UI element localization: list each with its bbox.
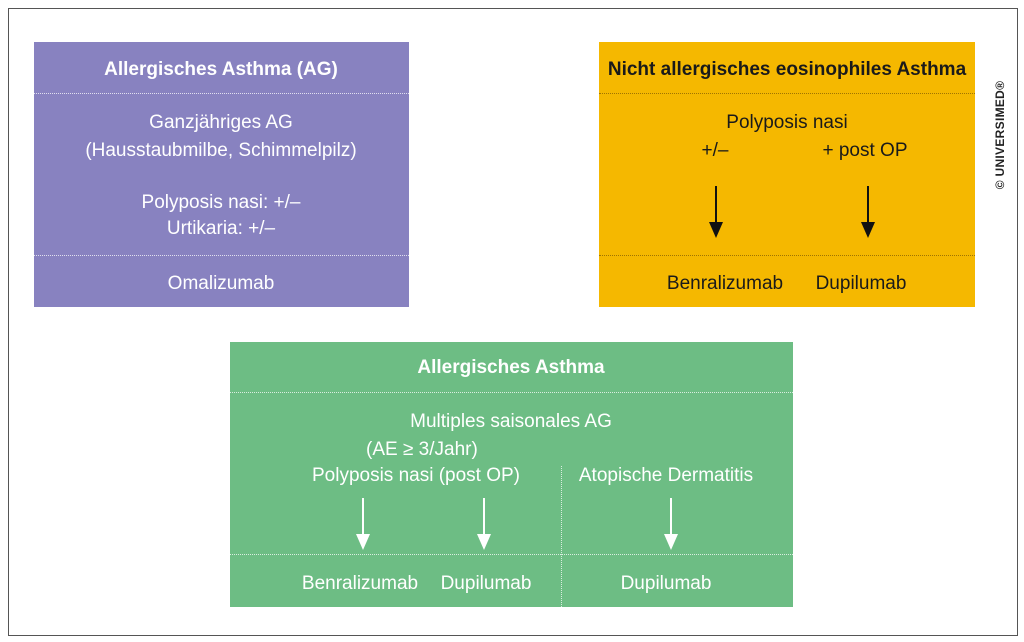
- purple-divider-bottom: [34, 255, 409, 256]
- copyright-notice: © UNIVERSIMED®: [993, 80, 1007, 190]
- allergic-asthma-ag-box: Allergisches Asthma (AG) Ganzjähriges AG…: [34, 42, 409, 307]
- green-arrow-3-icon: [664, 498, 678, 550]
- purple-divider-top: [34, 93, 409, 94]
- green-arrow-1-icon: [356, 498, 370, 550]
- purple-line-1: Ganzjähriges AG: [149, 112, 293, 133]
- green-line-2: (AE ≥ 3/Jahr): [366, 439, 478, 460]
- allergic-asthma-box: Allergisches Asthma Multiples saisonales…: [230, 342, 793, 607]
- orange-divider-bottom: [599, 255, 975, 256]
- green-line-1: Multiples saisonales AG: [410, 411, 612, 432]
- orange-left-label: +/–: [701, 140, 729, 161]
- non-allergic-eosinophilic-box: Nicht allergisches eosinophiles Asthma P…: [599, 42, 975, 307]
- orange-left-therapy: Benralizumab: [666, 273, 784, 294]
- green-arrow-2-icon: [477, 498, 491, 550]
- orange-right-therapy: Dupilumab: [815, 273, 907, 294]
- orange-divider-top: [599, 93, 975, 94]
- green-divider-bottom: [230, 554, 793, 555]
- green-box-title: Allergisches Asthma: [417, 357, 605, 378]
- orange-right-label: + post OP: [822, 140, 908, 161]
- orange-box-title: Nicht allergisches eosinophiles Asthma: [607, 59, 967, 80]
- green-divider-top: [230, 392, 793, 393]
- orange-right-arrow-icon: [861, 186, 875, 238]
- green-right-label: Atopische Dermatitis: [578, 465, 754, 486]
- orange-subtitle: Polyposis nasi: [726, 112, 848, 133]
- purple-line-4: Urtikaria: +/–: [166, 218, 276, 239]
- purple-box-title: Allergisches Asthma (AG): [104, 59, 338, 80]
- purple-line-3: Polyposis nasi: +/–: [141, 192, 301, 213]
- purple-line-2: (Hausstaubmilbe, Schimmelpilz): [85, 140, 357, 161]
- purple-therapy: Omalizumab: [167, 273, 275, 294]
- green-left-label: Polyposis nasi (post OP): [311, 465, 521, 486]
- green-therapy-3: Dupilumab: [620, 573, 712, 594]
- orange-left-arrow-icon: [709, 186, 723, 238]
- green-therapy-2: Dupilumab: [440, 573, 532, 594]
- green-therapy-1: Benralizumab: [301, 573, 419, 594]
- green-vertical-divider: [561, 466, 562, 607]
